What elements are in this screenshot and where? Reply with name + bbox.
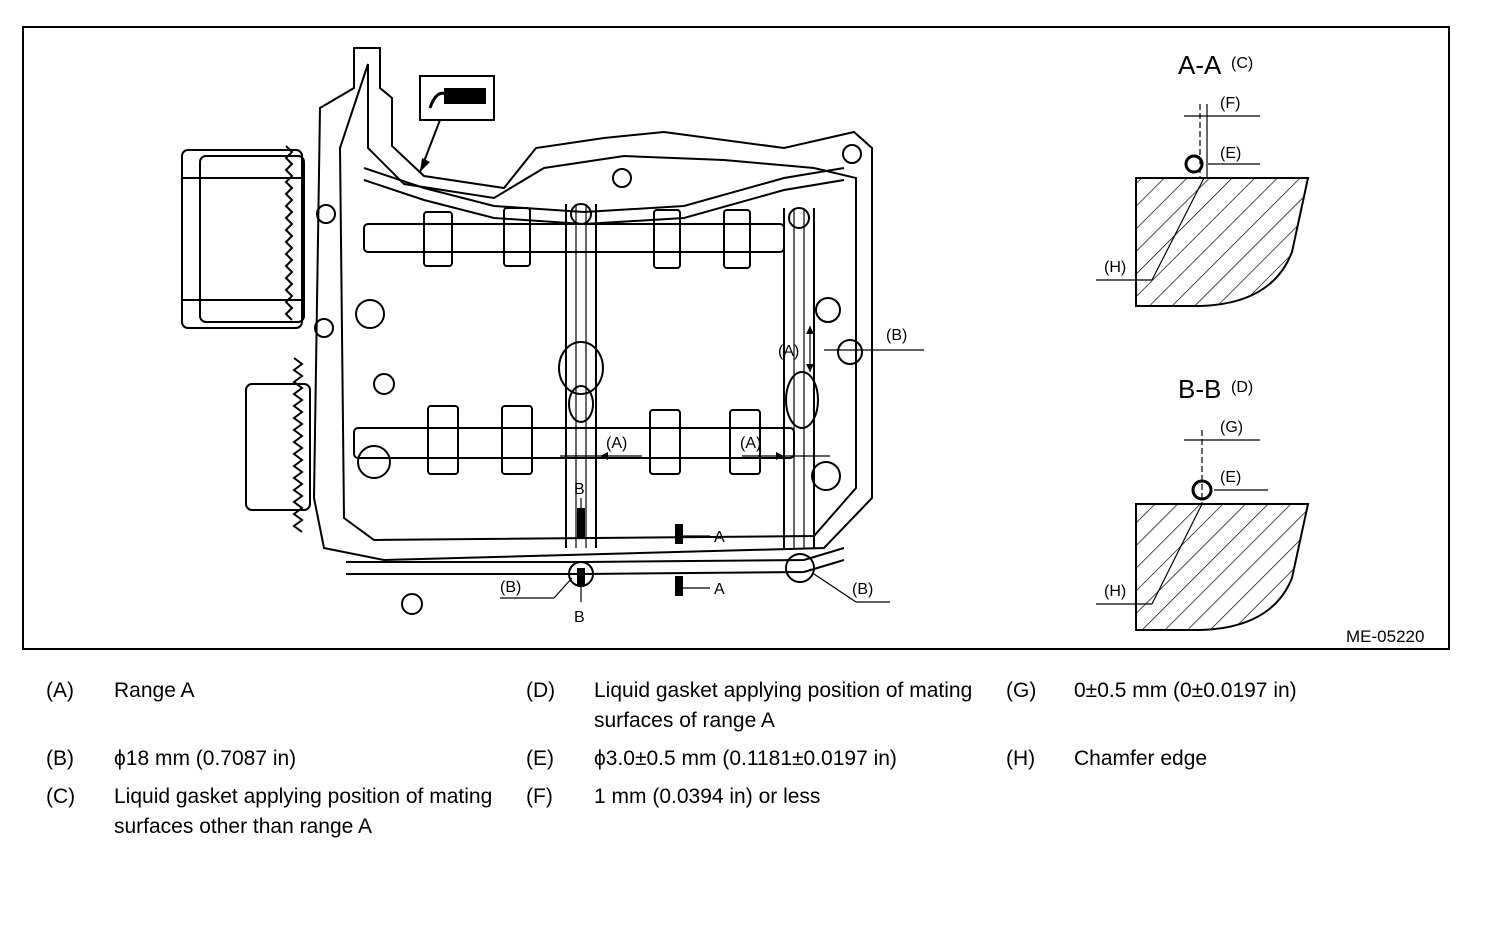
range-a-label-lower-right: (A): [740, 435, 761, 452]
section-a-a-title: A-A: [1178, 50, 1222, 80]
legend-key: (A): [46, 679, 74, 702]
cut-a-label-bottom: A: [714, 581, 725, 598]
legend-key: (C): [46, 785, 76, 808]
section-b-b-h-label: (H): [1104, 583, 1126, 600]
diameter-b-label-right: (B): [886, 327, 907, 344]
section-a-cut-marker: A A: [675, 524, 725, 598]
cut-a-label-top: A: [714, 529, 725, 546]
diameter-b-callout-bottom-right: (B): [813, 573, 890, 603]
legend-key: (D): [526, 679, 556, 702]
section-b-b-title: B-B: [1178, 374, 1221, 404]
cylinder-head-diagram: (A) (B) (A) (A) B B A A (B) (B): [181, 47, 1424, 646]
diameter-b-callout-right: (B): [824, 327, 924, 351]
range-a-callout-lower-right: (A): [740, 435, 830, 460]
legend-key: (G): [1006, 679, 1037, 702]
lower-sprocket-drawing: [245, 357, 311, 533]
legend-text: Liquid gasket applying position of matin…: [594, 679, 973, 732]
range-a-callout-right: (A): [778, 326, 814, 372]
section-b-cut-marker: B B: [574, 481, 585, 626]
upper-sprocket-drawing: [181, 145, 305, 329]
section-a-a-e-label: (E): [1220, 145, 1241, 162]
section-b-b-view: B-B (D) (G) (E) (H): [1096, 374, 1310, 631]
section-a-a-f-label: (F): [1220, 95, 1240, 112]
diameter-b-label-bottom-right: (B): [852, 581, 873, 598]
legend-key: (H): [1006, 747, 1036, 770]
diagram-frame: (A) (B) (A) (A) B B A A (B) (B): [22, 26, 1450, 650]
section-a-a-h-label: (H): [1104, 259, 1126, 276]
section-a-a-ref: (C): [1231, 55, 1253, 72]
legend-text: Range A: [114, 679, 195, 702]
legend-text: ϕ3.0±0.5 mm (0.1181±0.0197 in): [594, 747, 897, 770]
diameter-b-callout-left: (B): [500, 577, 573, 599]
cut-b-label-top: B: [574, 481, 585, 498]
range-a-label-centre: (A): [606, 435, 627, 452]
legend-key: (B): [46, 747, 74, 770]
diameter-b-label-left: (B): [500, 579, 521, 596]
section-a-a-view: A-A (C) (F) (E) (H): [1096, 50, 1310, 307]
section-b-b-ref: (D): [1231, 379, 1253, 396]
cut-b-label-bottom: B: [574, 609, 585, 626]
camshaft-carrier-drawing: [181, 47, 873, 615]
liquid-gasket-tool-icon: [419, 75, 495, 173]
section-b-b-g-label: (G): [1220, 419, 1243, 436]
section-b-b-e-label: (E): [1220, 469, 1241, 486]
legend-text: 1 mm (0.0394 in) or less: [594, 785, 821, 808]
legend-text: Liquid gasket applying position of matin…: [114, 785, 493, 838]
legend-text: ϕ18 mm (0.7087 in): [114, 747, 297, 770]
legend-text: Chamfer edge: [1074, 747, 1208, 770]
legend-text: 0±0.5 mm (0±0.0197 in): [1074, 679, 1297, 702]
range-a-callout-centre: (A): [560, 435, 642, 460]
range-a-label-right: (A): [778, 343, 799, 360]
legend-key: (F): [526, 785, 553, 808]
legend: (A) Range A (B) ϕ18 mm (0.7087 in) (C) L…: [46, 676, 1466, 906]
figure-code: ME-05220: [1346, 627, 1424, 646]
legend-key: (E): [526, 747, 554, 770]
